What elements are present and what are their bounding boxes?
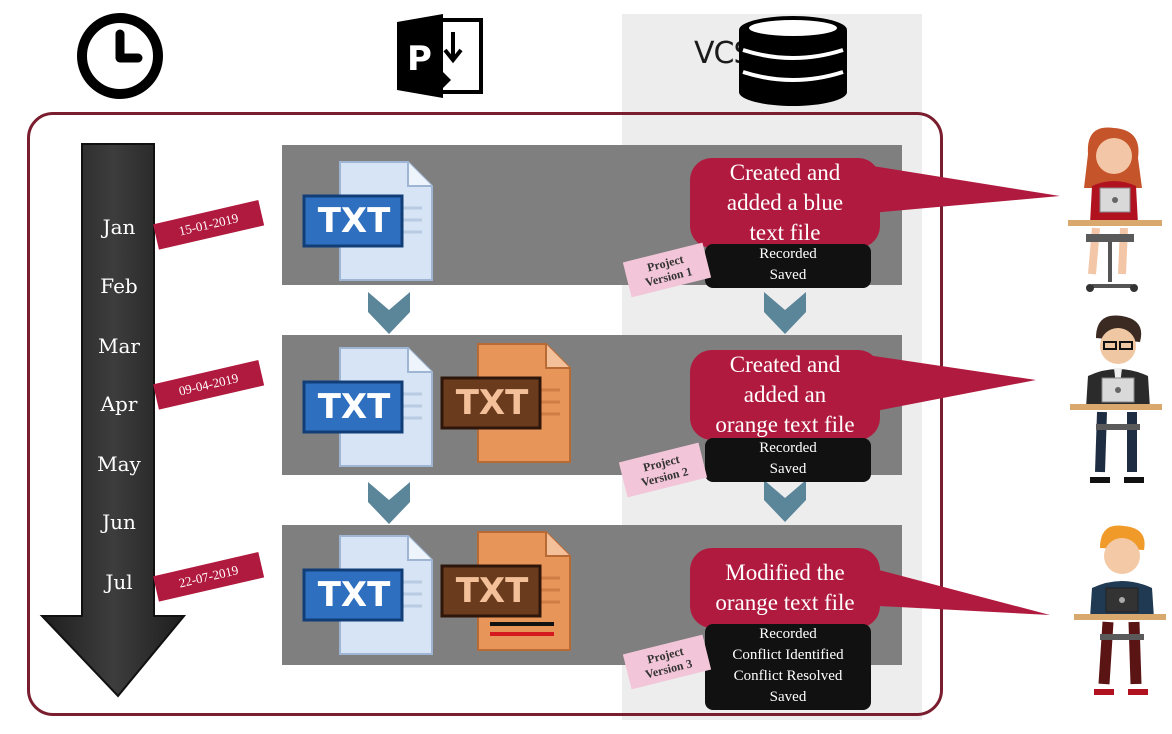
bubble-line: added an	[743, 382, 827, 407]
down-arrow-icon	[368, 292, 410, 334]
status-line: Recorded	[759, 440, 817, 456]
file-icon	[440, 531, 571, 651]
status-line: Saved	[769, 689, 807, 705]
file-type-label: TXT	[455, 571, 529, 611]
status-line: Conflict Resolved	[733, 668, 843, 684]
month-mar: Mar	[98, 334, 140, 358]
blue-text-file: TXT	[300, 532, 440, 658]
action-bubble-3: Modified the orange text file	[690, 548, 880, 628]
file-icon	[302, 347, 433, 467]
clock-icon	[77, 13, 163, 99]
status-line: Conflict Identified	[732, 647, 844, 663]
file-icon	[302, 535, 433, 655]
month-jul: Jul	[105, 570, 133, 594]
down-arrow-icon	[368, 482, 410, 524]
file-icon	[440, 343, 571, 463]
month-feb: Feb	[100, 274, 138, 298]
action-bubble-2: Created and added an orange text file	[690, 350, 880, 440]
down-arrow-icon	[764, 480, 806, 522]
bubble-line: text file	[749, 220, 821, 245]
person-3-male-icon	[1074, 525, 1166, 695]
file-icon	[302, 161, 433, 281]
bubble-tails	[860, 164, 1060, 414]
action-bubble-1: Created and added a blue text file	[690, 158, 880, 248]
status-line: Saved	[769, 461, 807, 477]
status-line: Recorded	[759, 246, 817, 262]
person-1-female-icon	[1068, 127, 1162, 292]
bubble-line: orange text file	[715, 590, 855, 615]
status-line: Saved	[769, 267, 807, 283]
orange-text-file: TXT	[438, 340, 578, 466]
status-box-2: Recorded Saved	[705, 438, 871, 482]
svg-text:P: P	[407, 39, 432, 79]
status-line: Recorded	[759, 626, 817, 642]
blue-text-file: TXT	[300, 344, 440, 470]
blue-text-file: TXT	[300, 158, 440, 284]
month-jun: Jun	[102, 510, 136, 534]
diagram-frame	[27, 112, 943, 716]
status-box-1: Recorded Saved	[705, 244, 871, 288]
bubble-tail	[860, 565, 1050, 615]
bubble-line: Modified the	[725, 560, 845, 585]
month-apr: Apr	[100, 392, 138, 416]
bubble-line: added a blue	[726, 190, 844, 215]
project-app-icon: P	[397, 14, 483, 98]
bubble-line: Created and	[729, 160, 841, 185]
down-arrow-icon	[764, 292, 806, 334]
timeline-arrow	[39, 143, 187, 698]
bubble-line: Created and	[729, 352, 841, 377]
modified-orange-text-file: TXT	[438, 528, 578, 658]
file-type-label: TXT	[317, 201, 391, 241]
month-jan: Jan	[102, 215, 136, 239]
file-type-label: TXT	[455, 383, 529, 423]
file-type-label: TXT	[317, 575, 391, 615]
month-may: May	[97, 452, 141, 476]
bubble-line: orange text file	[715, 412, 855, 437]
person-2-male-glasses-icon	[1070, 315, 1162, 483]
file-type-label: TXT	[317, 387, 391, 427]
database-icon	[739, 16, 847, 106]
status-box-3: Recorded Conflict Identified Conflict Re…	[705, 624, 871, 710]
